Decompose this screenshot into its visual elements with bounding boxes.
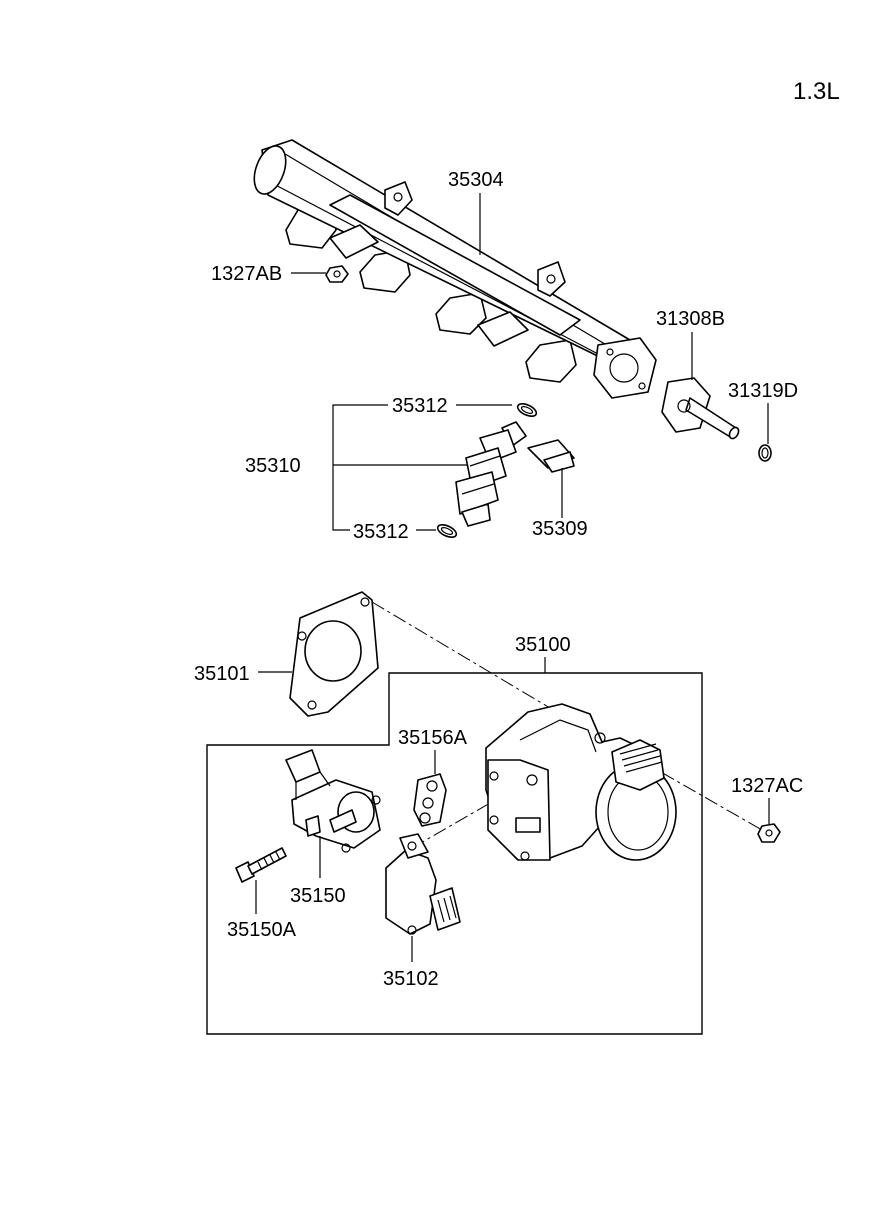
label-35309: 35309 [532, 518, 588, 540]
bolt-35150A [235, 847, 287, 883]
label-35312-bottom: 35312 [353, 521, 409, 543]
pressure-regulator-31308B [661, 377, 740, 440]
gasket-35101 [289, 591, 379, 717]
o-ring-35312-bottom [436, 524, 458, 538]
nut-1327AC [757, 823, 781, 843]
label-35100: 35100 [515, 634, 571, 656]
group-frame-35100 [206, 672, 703, 1035]
o-ring-35312-top [516, 403, 538, 417]
sensor-35102 [385, 833, 461, 935]
return-spring [611, 739, 665, 791]
o-ring-31319D [758, 444, 772, 462]
clip-35309 [527, 439, 575, 473]
label-35101: 35101 [194, 663, 250, 685]
label-1327AC: 1327AC [731, 775, 803, 797]
actuator-35150 [285, 749, 381, 853]
alignment-line-nut [639, 759, 763, 831]
throttle-body-35100 [485, 703, 677, 861]
label-35150: 35150 [290, 885, 346, 907]
alignment-line-gasket [371, 601, 551, 709]
seal-35156A [413, 773, 447, 827]
label-35156A: 35156A [398, 727, 468, 749]
bracket-35310 [332, 404, 388, 531]
injector-35310 [455, 421, 527, 527]
nut-1327AB [325, 265, 349, 283]
label-31308B: 31308B [656, 308, 725, 330]
fuel-rail-35304 [253, 139, 657, 399]
label-35312-top: 35312 [392, 395, 448, 417]
label-35150A: 35150A [227, 919, 297, 941]
label-35310: 35310 [245, 455, 301, 477]
label-35304: 35304 [448, 169, 504, 191]
label-35102: 35102 [383, 968, 439, 990]
engine-displacement-label: 1.3L [793, 78, 840, 105]
label-31319D: 31319D [728, 380, 798, 402]
label-1327AB: 1327AB [211, 263, 282, 285]
